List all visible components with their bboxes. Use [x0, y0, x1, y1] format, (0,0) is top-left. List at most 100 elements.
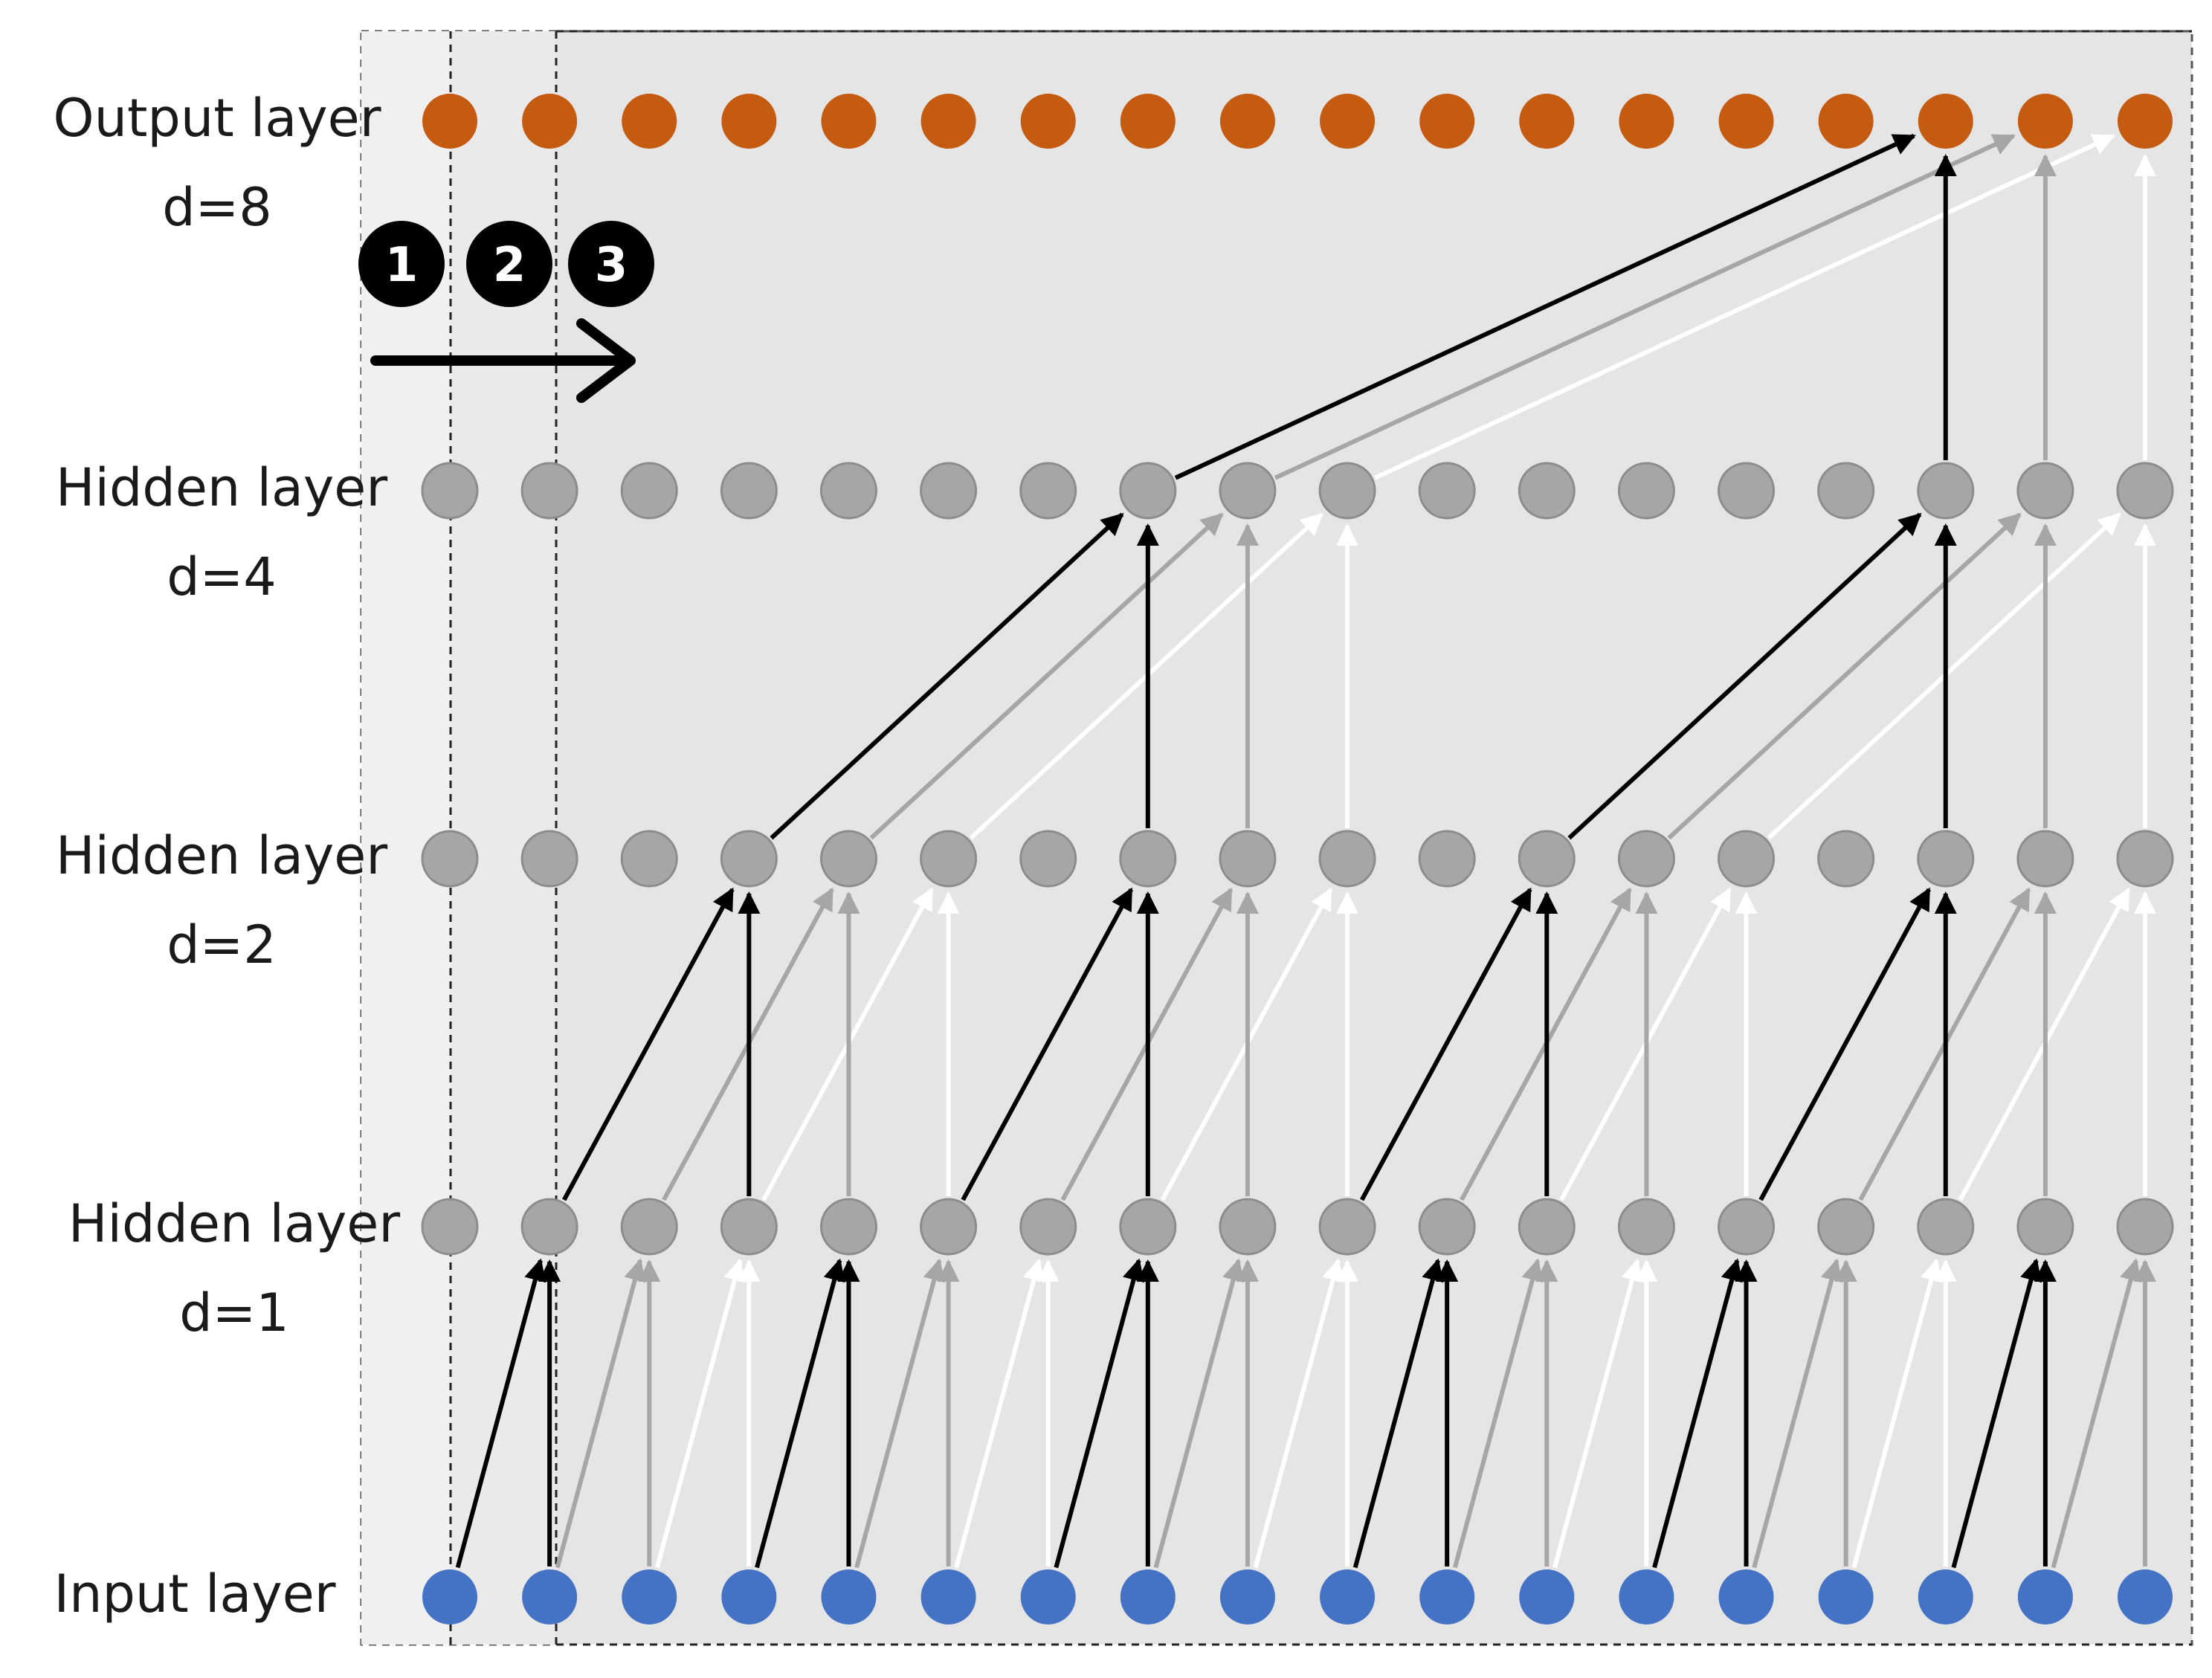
edge-d1-to-d2: [1758, 887, 1932, 1201]
input-node: [1120, 1569, 1176, 1624]
hidden-node: [920, 1198, 978, 1256]
hidden-node: [421, 1198, 479, 1256]
neuron-nodes: [421, 94, 2174, 1624]
edge-input-to-d1: [1951, 1258, 2042, 1569]
hidden-node: [720, 830, 778, 888]
step-number: 3: [595, 238, 628, 293]
hidden-node: [1718, 830, 1776, 888]
output-node: [1020, 94, 1076, 149]
hidden-node: [520, 1198, 578, 1256]
edge-input-to-d1: [1253, 1258, 1344, 1569]
hidden-node: [1518, 462, 1576, 520]
hidden-node: [1418, 462, 1476, 520]
edge-input-to-d1: [1352, 1258, 1444, 1569]
hidden-node: [920, 830, 978, 888]
hidden-node: [1617, 1198, 1675, 1256]
hidden-node: [1219, 462, 1277, 520]
hidden-node: [520, 830, 578, 888]
hidden-node: [819, 462, 877, 520]
layer-name-label: Output layer: [53, 88, 381, 149]
hidden-node: [1917, 1198, 1975, 1256]
edge-d4-to-output: [1174, 134, 1916, 480]
edge-d4-to-output: [1374, 134, 2116, 480]
output-node: [422, 94, 477, 149]
dilation-label: d=2: [167, 914, 277, 975]
input-node: [1419, 1569, 1475, 1624]
hidden-node: [421, 462, 479, 520]
hidden-node: [520, 462, 578, 520]
hidden-node: [920, 462, 978, 520]
hidden-node: [421, 830, 479, 888]
hidden-node: [1817, 830, 1875, 888]
hidden-node: [1019, 462, 1077, 520]
connection-arrows: [455, 134, 2156, 1569]
output-node: [1619, 94, 1674, 149]
output-node: [522, 94, 578, 149]
hidden-node: [2116, 830, 2174, 888]
hidden-node: [1119, 830, 1177, 888]
edge-input-to-d1: [2051, 1258, 2142, 1569]
input-node: [721, 1569, 777, 1624]
input-node: [1320, 1569, 1376, 1624]
output-node: [1320, 94, 1376, 149]
hidden-node: [720, 1198, 778, 1256]
input-node: [2118, 1569, 2173, 1624]
edge-d2-to-d4: [770, 512, 1124, 840]
input-node: [1519, 1569, 1575, 1624]
hidden-node: [1718, 462, 1776, 520]
hidden-node: [1418, 830, 1476, 888]
edge-input-to-d1: [1153, 1258, 1245, 1569]
hidden-node: [1817, 1198, 1875, 1256]
output-node: [1718, 94, 1774, 149]
edge-input-to-d1: [954, 1258, 1045, 1569]
hidden-node: [1219, 830, 1277, 888]
input-node: [2017, 1569, 2073, 1624]
edge-input-to-d1: [1752, 1258, 1842, 1569]
input-node: [622, 1569, 677, 1624]
edge-input-to-d1: [1851, 1258, 1943, 1569]
hidden-node: [1718, 1198, 1776, 1256]
output-node: [2017, 94, 2073, 149]
edge-input-to-d1: [455, 1258, 546, 1569]
edge-input-to-d1: [1652, 1258, 1743, 1569]
output-node: [1219, 94, 1275, 149]
hidden-node: [1917, 462, 1975, 520]
hidden-node: [620, 830, 678, 888]
edge-d2-to-d4: [869, 512, 1224, 840]
hidden-node: [1318, 462, 1376, 520]
hidden-node: [819, 830, 877, 888]
input-node: [1619, 1569, 1674, 1624]
hidden-node: [1518, 1198, 1576, 1256]
hidden-node: [720, 462, 778, 520]
hidden-node: [620, 462, 678, 520]
edge-input-to-d1: [854, 1258, 945, 1569]
layer-name-label: Hidden layer: [56, 457, 387, 518]
output-node: [920, 94, 976, 149]
input-node: [1718, 1569, 1774, 1624]
hidden-node: [1617, 830, 1675, 888]
dilation-label: d=1: [179, 1282, 289, 1343]
hidden-node: [2016, 830, 2074, 888]
input-node: [821, 1569, 877, 1624]
edge-d1-to-d2: [961, 887, 1134, 1201]
input-node: [422, 1569, 477, 1624]
hidden-node: [1617, 462, 1675, 520]
step-badge: [466, 221, 552, 307]
input-node: [1818, 1569, 1874, 1624]
layer-name-label: Hidden layer: [56, 825, 387, 886]
hidden-node: [1119, 1198, 1177, 1256]
edge-d1-to-d2: [1359, 887, 1532, 1201]
hidden-node: [2016, 462, 2074, 520]
input-node: [1219, 1569, 1275, 1624]
dilation-label: d=4: [167, 546, 277, 607]
hidden-node: [1518, 830, 1576, 888]
hidden-node: [819, 1198, 877, 1256]
output-node: [1519, 94, 1575, 149]
step-badge: [358, 221, 445, 307]
hidden-node: [2016, 1198, 2074, 1256]
step-badge: [568, 221, 654, 307]
step-number: 2: [493, 238, 526, 293]
